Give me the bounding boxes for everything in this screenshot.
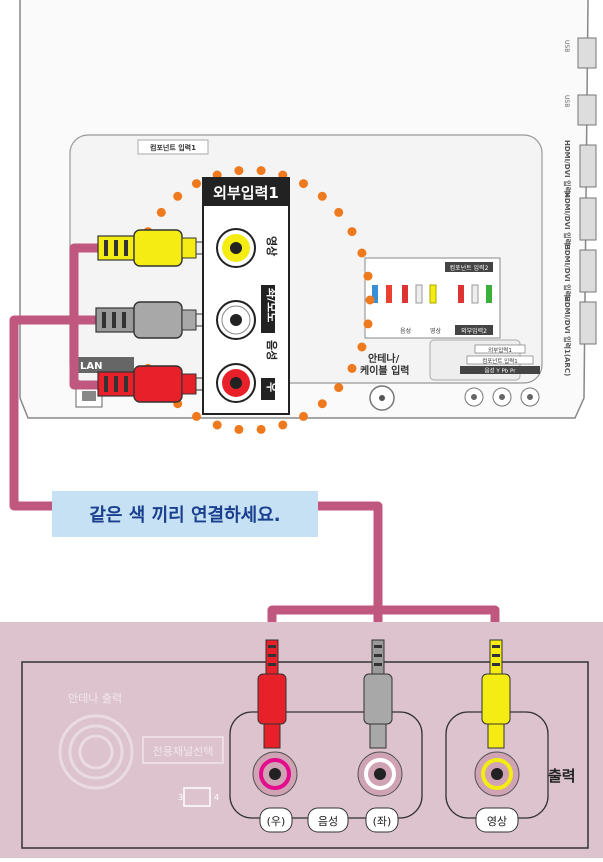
highlight-dot [234,424,244,434]
svg-text:영상: 영상 [265,236,279,256]
svg-text:HDMI/DVI 입력1(ARC): HDMI/DVI 입력1(ARC) [563,296,572,376]
output-audio-left-jack [357,751,403,797]
source-device: 안테나 출력 전용채널선택 3 4 (우) [0,622,603,858]
svg-text:컴포넌트 입력2: 컴포넌트 입력2 [450,264,489,272]
highlight-dot [256,166,266,176]
highlight-dot [299,411,308,421]
audio-left-jack [216,300,256,340]
highlight-dot [173,191,183,201]
output-video-jack [474,751,520,797]
svg-text:외부입력1: 외부입력1 [213,184,279,202]
external-input-1-panel: 외부입력1 영상 좌/모노 음성 우 [202,177,290,415]
highlight-dot [317,191,327,201]
svg-text:USB: USB [563,95,570,107]
tv-rear-panel [19,0,589,419]
highlight-dot [347,363,357,373]
highlight-dot [347,227,357,237]
antenna-out-jack [58,714,134,790]
usb-port-2: USB [563,94,597,126]
hdmi-port-2: HDMI/DVI 입력2 [563,244,597,302]
hdmi-port-3: HDMI/DVI 입력3 [563,192,597,250]
hdmi-port-1: HDMI/DVI 입력1(ARC) [563,296,597,376]
svg-text:음성: 음성 [400,327,411,335]
highlight-dot [256,424,266,434]
svg-text:음성: 음성 [265,340,279,360]
svg-text:안테나 출력: 안테나 출력 [68,692,122,705]
audio-right-label: (우) [259,807,293,833]
highlight-dot [192,179,201,189]
svg-text:4: 4 [214,793,219,802]
device-white-plug [363,639,393,749]
video-jack [216,228,256,268]
highlight-dot [192,411,201,421]
tv-white-plug [95,301,227,339]
instruction-banner: 같은 색 끼리 연결하세요. [52,491,318,537]
svg-text:컴포넌트 입력1: 컴포넌트 입력1 [150,143,196,152]
device-red-plug [257,639,287,749]
component-input-1-box: 외부입력1 컴포넌트 입력1 음성 Y Pb Pr [460,344,540,407]
highlight-dot [334,207,344,217]
svg-text:(좌): (좌) [373,815,392,828]
output-label: 출력 [548,767,576,785]
svg-text:전용채널선택: 전용채널선택 [153,745,214,758]
video-label: 영상 [475,807,519,833]
device-yellow-plug [481,639,511,749]
svg-text:우: 우 [265,382,278,392]
component-input-2-panel: 컴포넌트 입력2 외부입력2 음성 영상 [364,257,501,339]
svg-text:HDMI/DVI 입력2: HDMI/DVI 입력2 [563,244,572,302]
output-audio-right-jack [252,751,298,797]
component-input-1-label: 컴포넌트 입력1 [137,139,209,155]
svg-text:외부입력1: 외부입력1 [488,346,512,354]
svg-text:컴포넌트 입력1: 컴포넌트 입력1 [482,357,518,365]
audio-right-jack [216,363,256,403]
highlight-dot [357,248,367,258]
highlight-dot [156,207,166,217]
highlight-dot [212,420,222,430]
svg-text:음성 Y Pb Pr: 음성 Y Pb Pr [484,367,516,375]
highlight-dot [278,420,288,430]
svg-text:영상: 영상 [487,815,507,828]
hdmi-port-4: HDMI/DVI 입력4 [563,140,597,198]
highlight-dot [334,383,344,393]
svg-text:안테나/: 안테나/ [368,352,400,365]
highlight-dot [299,179,308,189]
svg-text:LAN: LAN [80,361,102,372]
svg-text:(우): (우) [267,815,286,828]
lan-port: LAN [75,357,134,408]
audio-left-label: (좌) [365,807,399,833]
svg-text:좌/모노: 좌/모노 [265,288,279,322]
highlight-dot [357,342,367,352]
antenna-input: 안테나/ 케이블 입력 [360,352,409,411]
svg-text:케이블 입력: 케이블 입력 [360,364,409,377]
highlight-dot [363,319,373,329]
usb-port-1: USB [563,37,597,69]
audio-label: 음성 [307,807,349,833]
highlight-dot [365,295,375,305]
svg-text:USB: USB [563,40,570,52]
svg-text:영상: 영상 [430,327,442,335]
highlight-dot [363,271,373,281]
svg-text:HDMI/DVI 입력4: HDMI/DVI 입력4 [563,140,572,198]
svg-text:3: 3 [178,793,183,802]
svg-text:음성: 음성 [318,815,338,828]
highlight-dot [234,166,244,176]
svg-text:HDMI/DVI 입력3: HDMI/DVI 입력3 [563,192,572,250]
highlight-dot [317,399,327,409]
side-ports: USB USB HDMI/DVI 입력4 HDMI/DVI 입력3 HDMI/D… [563,37,597,376]
svg-text:외부입력2: 외부입력2 [461,327,487,335]
